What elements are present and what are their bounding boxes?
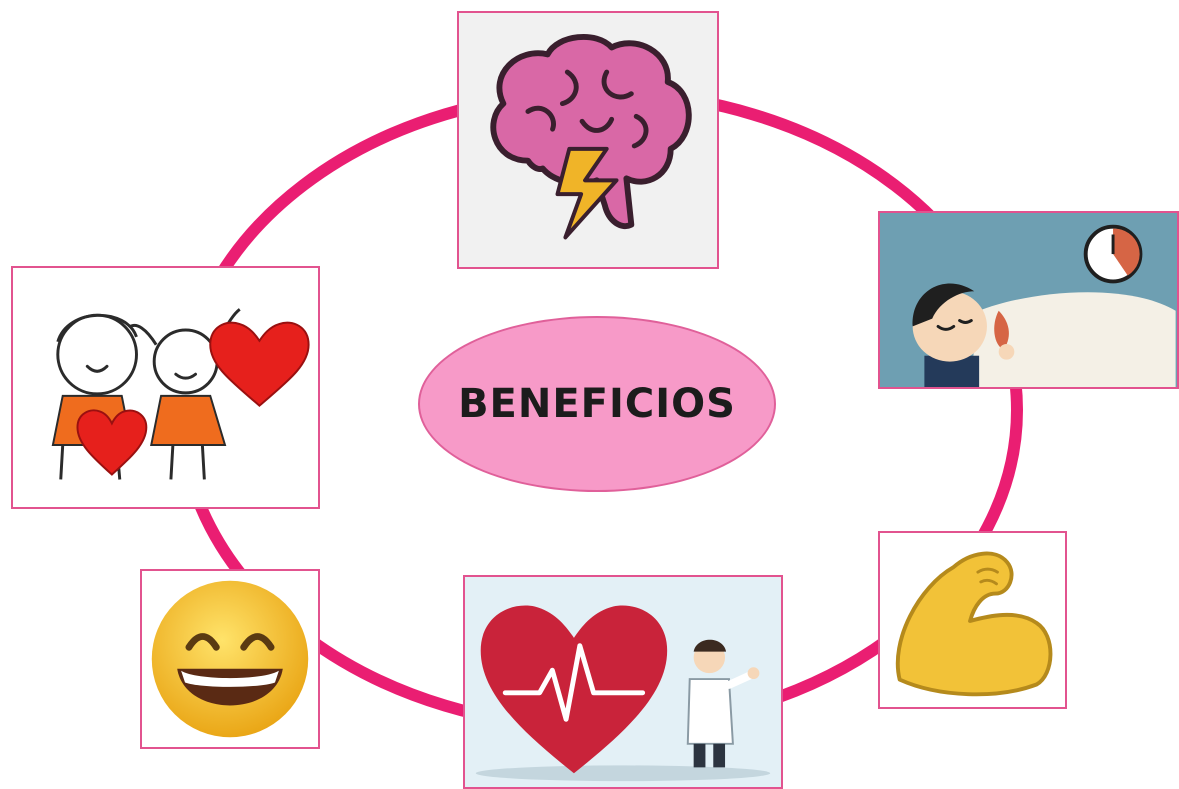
benefit-card-strength (878, 531, 1067, 709)
flexed-biceps-icon (895, 551, 1053, 697)
sleeping-person-icon (912, 224, 1176, 387)
children-hearts-icon (51, 308, 310, 480)
benefit-card-sleep (878, 211, 1179, 389)
brain-lightning-icon (490, 34, 692, 240)
benefit-card-heart (463, 575, 783, 789)
center-bubble: BENEFICIOS (418, 316, 776, 492)
grinning-face-icon (151, 580, 309, 738)
benefit-card-brain (457, 11, 719, 269)
heart-doctor-icon (475, 605, 771, 782)
benefit-card-happiness (140, 569, 320, 749)
benefit-card-affection (11, 266, 320, 509)
center-title: BENEFICIOS (458, 381, 736, 427)
